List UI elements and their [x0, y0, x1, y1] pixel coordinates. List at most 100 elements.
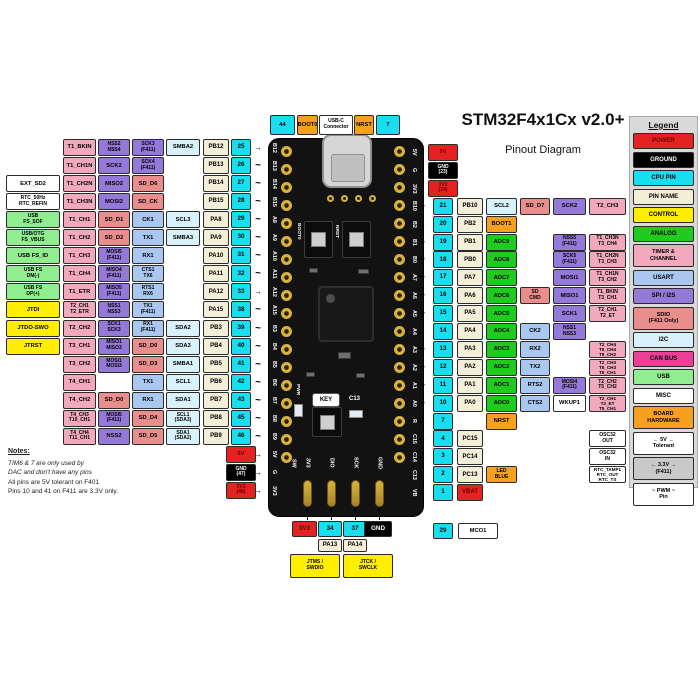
- through-hole-left: [281, 416, 292, 427]
- pin-name-label: PB4: [203, 337, 229, 355]
- board-edge-pin-label: A11: [271, 269, 277, 279]
- pin-function-cell: RX1: [132, 247, 164, 265]
- pin-number: 16: [433, 287, 453, 305]
- usb-pad: [368, 195, 376, 202]
- pin-name-label: PA15: [203, 301, 229, 319]
- board-edge-pin-label: A10: [271, 250, 277, 261]
- power-pin-box: GND (47): [226, 463, 256, 481]
- pin-function-cell: SCK1: [553, 305, 586, 323]
- legend-item: ~ PWM ~ Pin: [633, 482, 694, 506]
- pin-function-cell: NSS2: [98, 427, 130, 445]
- pin-function-cell: SDA3: [166, 337, 200, 355]
- board-edge-pin-label: B13: [271, 160, 277, 171]
- arrow-icon: →: [254, 143, 262, 152]
- pin-number: 15: [433, 305, 453, 323]
- pin-function-cell: SD_D1: [98, 211, 130, 229]
- pin-function-cell: MOSI2: [98, 193, 130, 211]
- board-edge-pin-label: 3V3: [271, 485, 277, 496]
- passive-component: [358, 269, 369, 274]
- key-label: KEY: [312, 393, 340, 407]
- through-hole-left: [281, 254, 292, 265]
- pin-number: 46: [231, 427, 251, 445]
- page-subtitle: Pinout Diagram: [505, 144, 581, 156]
- swd-silk-label: 3V3: [304, 458, 311, 468]
- pin-name-label: PB0: [457, 251, 483, 269]
- board-edge-pin-label: A4: [411, 328, 417, 335]
- nrst-pin-number: 7: [376, 115, 400, 135]
- pin-function-cell: T2_CH2 T5_CH2: [589, 376, 626, 394]
- pin-function-cell: RTS2: [520, 376, 550, 394]
- pin-function-cell: TX1: [132, 229, 164, 247]
- through-hole-right: [394, 200, 405, 211]
- pin-number: 1: [433, 484, 453, 502]
- board-edge-pin-label: C13: [411, 469, 417, 480]
- arrow-icon: ←: [418, 327, 426, 336]
- legend-item: USART: [633, 269, 694, 286]
- pin-name-label: PA10: [203, 247, 229, 265]
- pwm-arrow-icon: ~: [255, 196, 261, 208]
- through-hole-left: [281, 290, 292, 301]
- pin-name-label: PB3: [203, 319, 229, 337]
- board-edge-pin-label: B12: [271, 142, 277, 153]
- power-pin-box: 3V3 (48): [226, 481, 256, 499]
- swd-silk-label: SW: [290, 458, 297, 468]
- power-pin-box: 5V: [428, 144, 458, 161]
- through-hole-right: [394, 146, 405, 157]
- power-pin-box: 5V: [226, 445, 256, 463]
- arrow-icon: →: [254, 485, 262, 495]
- arrow-icon: ←: [418, 470, 426, 480]
- board-edge-pin-label: B10: [411, 201, 417, 212]
- board-edge-pin-label: B3: [271, 324, 277, 332]
- pin-function-cell: MOSI4 (F411): [553, 376, 586, 394]
- pin-name-label: PB2: [457, 215, 483, 233]
- pin-function-cell: T4_CH1: [63, 373, 96, 391]
- pin-number: 25: [231, 139, 251, 156]
- pin-function-cell: MOSI5 (F411): [98, 247, 130, 265]
- pin-function-cell: WKUP1: [553, 394, 586, 412]
- pin-function-cell: SDA2: [166, 319, 200, 337]
- pin-number: 17: [433, 269, 453, 287]
- pin-number: 11: [433, 376, 453, 394]
- board-edge-pin-label: B8: [271, 414, 277, 422]
- board-edge-pin-label: B4: [271, 342, 277, 350]
- pin-function-cell: OSC32 OUT: [589, 430, 626, 448]
- pin-number: 30: [231, 229, 251, 247]
- boot0-silk-label: BOOT0: [296, 223, 301, 240]
- board-edge-pin-label: A9: [271, 234, 277, 242]
- usb-c-connector: [322, 134, 372, 188]
- board-edge-pin-label: G: [411, 168, 417, 173]
- pin-number: 19: [433, 233, 453, 251]
- board-edge-pin-label: B9: [271, 432, 277, 440]
- pin-function-cell: ADC8: [486, 251, 517, 269]
- board-edge-pin-label: B5: [271, 360, 277, 368]
- pwm-arrow-icon: ~: [255, 304, 261, 316]
- pwm-arrow-icon: ~: [419, 361, 425, 373]
- pin-function-cell: RTC_50Hz RTC_REFIN: [6, 193, 60, 211]
- pin-function-cell: ADC0: [486, 394, 517, 412]
- arrow-icon: ←: [418, 416, 426, 426]
- pin-function-cell: ADC2: [486, 358, 517, 376]
- board-edge-pin-label: C15: [411, 433, 417, 444]
- board-edge-pin-label: A15: [271, 304, 277, 315]
- pin-name-label: PA14: [343, 539, 367, 552]
- legend-item: ANALOG: [633, 225, 694, 242]
- pin-function-cell: NSS1 NSS3: [98, 301, 130, 319]
- pin-function-cell: RX1 (F411): [132, 319, 164, 337]
- pin-function-cell: T1_ETR: [63, 283, 96, 301]
- pin-number: 14: [433, 323, 453, 340]
- pin-function-cell: T1_CH2: [63, 229, 96, 247]
- pin-function-cell: T1_CH1N: [63, 157, 96, 175]
- pin-name-label: VBAT: [457, 484, 483, 502]
- pin-number: 7: [433, 412, 453, 430]
- pin-function-cell: SCL3: [166, 211, 200, 229]
- pin-function-cell: T1_CH1: [63, 211, 96, 229]
- board-edge-pin-label: B0: [411, 256, 417, 264]
- power-pin-box: GND (23): [428, 161, 458, 179]
- through-hole-right: [394, 308, 405, 319]
- arrow-icon: →: [254, 287, 262, 297]
- legend-item: POWER: [633, 133, 694, 149]
- swd-connector-line: [306, 508, 308, 520]
- pin-number: 21: [433, 197, 453, 215]
- pin-number: 45: [231, 409, 251, 427]
